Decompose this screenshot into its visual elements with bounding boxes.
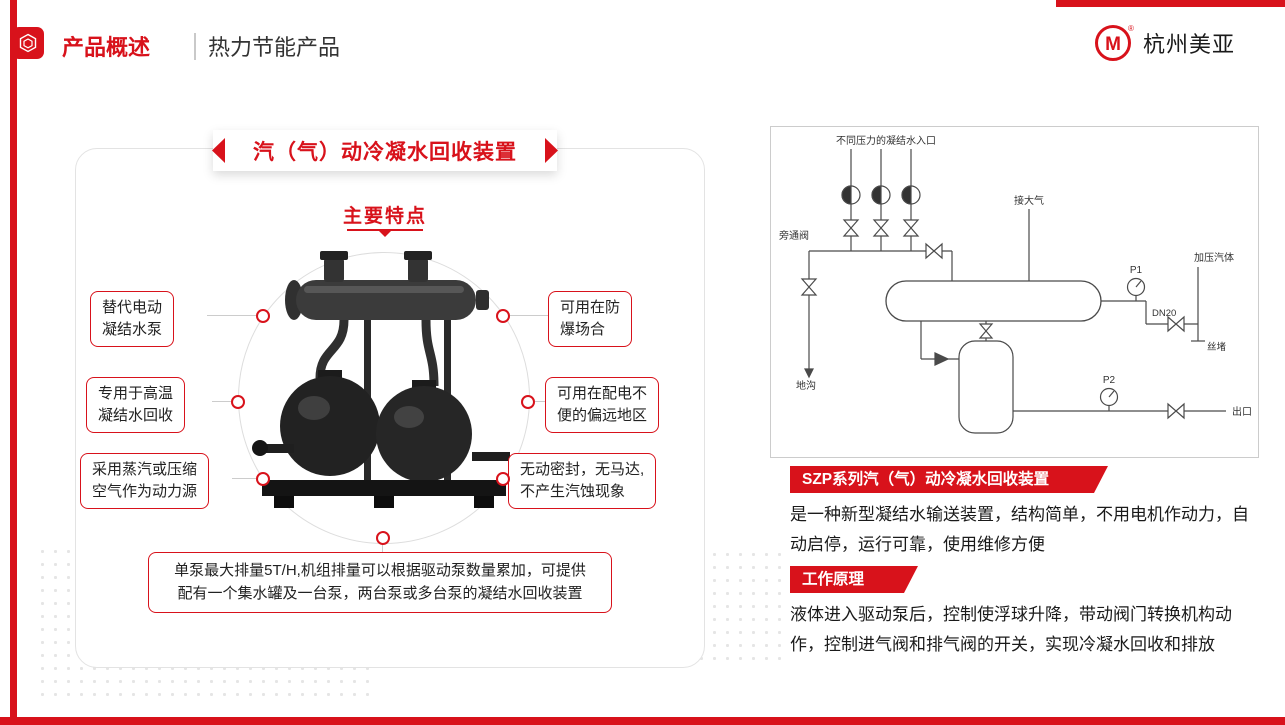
feature-box-no-seal-no-motor: 无动密封，无马达, 不产生汽蚀现象 [508, 453, 657, 509]
connector-line [510, 315, 548, 316]
page-title: 产品概述 [62, 35, 151, 60]
features-heading-underline [347, 229, 423, 231]
diagram-label-atmosphere: 接大气 [1014, 194, 1044, 207]
brand-m-icon: M ® [1095, 24, 1134, 61]
features-heading: 主要特点 [342, 206, 427, 227]
ribbon-left-arrow-icon [212, 138, 225, 163]
hexagon-package-icon [19, 33, 37, 53]
header-divider [194, 33, 196, 60]
feature-box-remote-areas: 可用在配电不 便的偏远地区 [545, 377, 660, 433]
diagram-label-p1: P1 [1130, 265, 1143, 276]
brand-mark-letter: M [1105, 34, 1121, 55]
feature-box-high-temp-recovery: 专用于高温 凝结水回收 [86, 377, 186, 433]
diagram-label-plug: 丝堵 [1207, 341, 1227, 353]
section-body-szp: 是一种新型凝结水输送装置，结构简单，不用电机作动力，自动启停，运行可靠，使用维修… [790, 505, 1249, 555]
feature-box-replace-electric-pump: 替代电动 凝结水泵 [90, 291, 175, 347]
connector-dot [521, 395, 535, 409]
page-subtitle: 热力节能产品 [208, 35, 341, 60]
diagram-label-inlet: 不同压力的凝结水入口 [836, 134, 936, 147]
connector-dot [256, 309, 270, 323]
connector-dot [376, 531, 390, 545]
diagram-label-drain: 地沟 [796, 379, 816, 392]
diagram-label-dn20: DN20 [1152, 308, 1176, 319]
connector-dot [496, 472, 510, 486]
diagram-label-outlet: 出口 [1232, 405, 1252, 418]
product-photo-illustration [252, 251, 510, 508]
diagram-label-pressurized-gas: 加压汽体 [1194, 251, 1234, 264]
section-title-working-principle: 工作原理 [790, 566, 918, 593]
piping-diagram-panel: 不同压力的凝结水入口 旁通阀 地沟 接大气 P1 DN20 加压汽体 丝堵 P2… [770, 126, 1259, 458]
connector-dot [256, 472, 270, 486]
connector-line [535, 401, 545, 402]
connector-line [232, 478, 256, 479]
connector-line [207, 315, 256, 316]
connector-dot [231, 395, 245, 409]
top-right-accent-bar [1056, 0, 1285, 7]
brand-logo: M ® 杭州美亚 [1093, 22, 1235, 64]
connector-dot [496, 309, 510, 323]
piping-diagram-svg: 不同压力的凝结水入口 旁通阀 地沟 接大气 P1 DN20 加压汽体 丝堵 P2… [779, 134, 1252, 434]
product-title: 汽（气）动冷凝水回收装置 [253, 140, 517, 164]
diagram-label-bypass-valve: 旁通阀 [779, 229, 809, 242]
bottom-accent-bar [0, 717, 1285, 725]
section-body-working-principle: 液体进入驱动泵后，控制使浮球升降，带动阀门转换机构动作，控制进气阀和排气阀的开关… [790, 605, 1232, 655]
features-heading-pointer-icon [379, 231, 391, 237]
registered-mark: ® [1128, 24, 1134, 33]
section-title-szp: SZP系列汽（气）动冷凝水回收装置 [790, 466, 1108, 493]
ribbon-right-arrow-icon [545, 138, 558, 163]
left-accent-bar [10, 0, 17, 717]
diagram-label-p2: P2 [1103, 375, 1116, 386]
feature-box-steam-power-source: 采用蒸汽或压缩 空气作为动力源 [80, 453, 210, 509]
connector-line [382, 545, 383, 554]
brand-name: 杭州美亚 [1143, 32, 1236, 57]
header-badge-icon [12, 27, 44, 59]
capacity-note: 单泵最大排量5T/H,机组排量可以根据驱动泵数量累加，可提供 配有一个集水罐及一… [148, 552, 612, 613]
connector-line [212, 401, 231, 402]
product-title-ribbon: 汽（气）动冷凝水回收装置 [212, 130, 558, 171]
feature-box-explosion-proof: 可用在防 爆场合 [548, 291, 633, 347]
